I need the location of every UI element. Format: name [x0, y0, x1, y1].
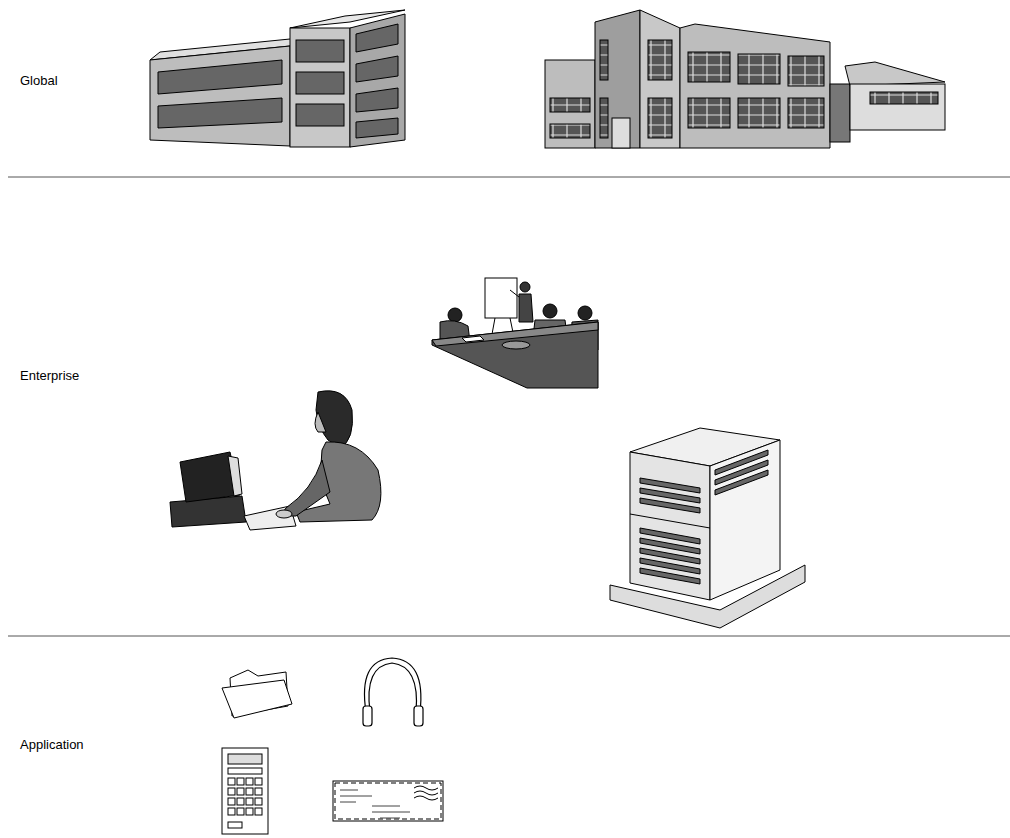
calculator-key — [246, 788, 253, 795]
calculator-key — [237, 788, 244, 795]
calculator-key — [255, 798, 262, 805]
calculator-icon — [222, 748, 268, 834]
band-divider — [8, 177, 1010, 178]
folder-icon — [222, 670, 292, 718]
calculator-key — [237, 778, 244, 785]
headset-icon — [363, 658, 423, 726]
calculator-key — [246, 778, 253, 785]
calculator-key — [246, 798, 253, 805]
calculator-key — [246, 808, 253, 815]
calculator-key — [228, 788, 235, 795]
calculator-key — [255, 808, 262, 815]
band-label: Global — [20, 73, 58, 88]
factory-building — [545, 10, 945, 148]
computer-user — [170, 391, 381, 530]
band-divider — [8, 636, 1010, 637]
calculator-key — [255, 788, 262, 795]
calculator-key — [228, 798, 235, 805]
meeting-scene — [432, 278, 598, 388]
office-building — [150, 10, 405, 147]
calculator-key — [237, 798, 244, 805]
calculator-key — [228, 808, 235, 815]
calculator-key — [255, 778, 262, 785]
calculator-key — [228, 778, 235, 785]
band-label: Enterprise — [20, 368, 79, 383]
server-tower — [610, 428, 805, 628]
calculator-key — [237, 808, 244, 815]
band-label: Application — [20, 737, 84, 752]
envelope-icon — [333, 781, 443, 821]
